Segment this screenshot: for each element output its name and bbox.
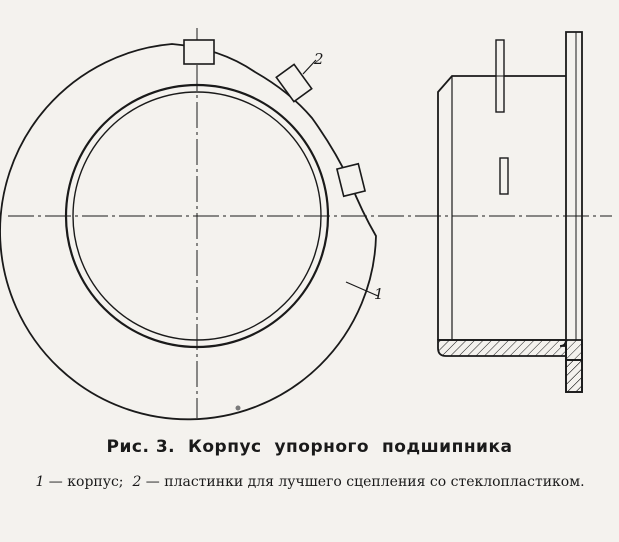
- housing-outer-contour: [0, 43, 377, 421]
- figure-caption-title: Рис. 3. Корпус упорного подшипника: [106, 437, 513, 457]
- side-section-view: [437, 31, 583, 393]
- legend-item-1-text: — корпус;: [44, 474, 124, 490]
- legend-item-2-text: — пластинки для лучшего сцепления со сте…: [141, 474, 585, 490]
- leader-line-1: [345, 281, 379, 297]
- callout-label-1: 1: [374, 285, 384, 303]
- callout-label-2: 2: [313, 50, 324, 68]
- slot-lower: [499, 157, 509, 195]
- front-view: [0, 28, 612, 421]
- flange-outline: [565, 31, 583, 361]
- plate-right: [335, 162, 367, 198]
- legend-item-2-number: 2: [132, 474, 142, 490]
- plate-top: [183, 39, 215, 65]
- plate-upper-right: [275, 63, 313, 103]
- leader-line-2: [302, 59, 317, 75]
- bearing-housing-drawing: 2 1: [0, 28, 612, 421]
- figure-caption-legend: 1 — корпус; 2 — пластинки для лучшего сц…: [30, 474, 590, 491]
- legend-item-1-number: 1: [35, 474, 45, 490]
- hatched-wall: [437, 339, 583, 393]
- shell-left-profile: [437, 75, 566, 340]
- print-dot: [235, 405, 241, 411]
